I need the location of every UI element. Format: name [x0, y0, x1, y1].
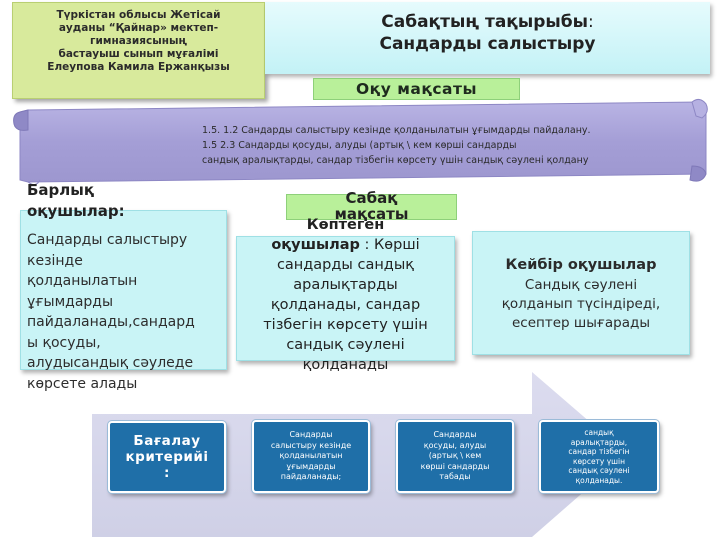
text-line: аралықтарды: [293, 277, 398, 293]
criterion-line: сандық: [584, 428, 614, 437]
topic-box: Сабақтың тақырыбы: Сандарды салыстыру: [265, 2, 710, 74]
text-line: кезінде: [27, 252, 83, 269]
label-line: мақсаты: [334, 205, 409, 223]
heading-line: Барлық: [27, 181, 95, 199]
criterion-box: Сандарды қосуды, алуды (артық \ кем көрш…: [396, 420, 514, 493]
criterion-line: (артық \ кем: [428, 451, 482, 461]
criterion-line: пайдаланады;: [280, 472, 342, 482]
all-students-box: [20, 210, 227, 370]
topic-title: Сандарды салыстыру: [379, 34, 596, 54]
criterion-line: табады: [439, 472, 471, 482]
text-line: ы қосуды,: [27, 334, 101, 351]
criterion-box: Сандарды салыстыру кезінде қолданылатын …: [252, 420, 370, 493]
text-line: қолданып түсіндіреді,: [501, 296, 661, 312]
objectives-label: Оқу мақсаты: [313, 78, 520, 100]
criterion-line: ұғымдарды: [286, 461, 336, 471]
many-students-text: Көптеген оқушылар : Көрші сандарды санды…: [236, 215, 455, 375]
criterion-line: көрші сандарды: [420, 461, 490, 471]
criterion-line: сандар тізбегін: [568, 447, 630, 456]
text-line: сандық сәулені: [286, 337, 405, 353]
some-students-heading: Кейбір оқушылар: [505, 257, 657, 273]
topic-colon: :: [588, 12, 594, 32]
criterion-line: сандық сәулені: [568, 466, 630, 475]
many-students-bold: оқушылар: [271, 237, 360, 253]
objectives-scroll-banner: [13, 98, 708, 186]
criterion-box: сандық аралықтарды, сандар тізбегін көрс…: [539, 420, 659, 493]
criterion-line: қосуды, алуды: [423, 440, 487, 450]
objective-line: 1.5. 1.2 Сандарды салыстыру кезінде қолд…: [202, 125, 591, 136]
objective-line: 1.5 2.3 Сандарды қосуды, алуды (артық \ …: [202, 140, 517, 151]
all-students-heading: Барлық оқушылар:: [27, 180, 187, 222]
text-line: пайдаланады,сандард: [27, 314, 195, 330]
lesson-objectives-label: [286, 194, 457, 220]
some-students-box: [472, 231, 690, 355]
criteria-label-line: критерийі: [125, 449, 209, 465]
author-line: ауданы “Қайнар» мектеп-: [58, 22, 219, 34]
text-line: көрсете алады: [27, 375, 138, 392]
objective-line: сандық аралықтарды, сандар тізбегін көрс…: [202, 155, 589, 166]
many-students-box: [236, 236, 455, 361]
author-line: Түркістан облысы Жетісай: [56, 9, 221, 21]
author-line: гимназиясының: [90, 35, 187, 47]
criteria-label-box: Бағалау критерийі :: [108, 421, 226, 493]
text-line: қолданады, сандар: [270, 297, 421, 313]
author-line: бастауыш сынып мұғалімі: [58, 48, 219, 60]
criterion-line: аралықтарды,: [570, 437, 628, 447]
text-line: алудысандық сәуледе: [27, 355, 194, 371]
text-line: қолданады: [302, 357, 389, 373]
many-students-heading: Көптеген: [306, 217, 385, 233]
text-line: Сандық сәулені: [524, 277, 638, 293]
topic-label: Сабақтың тақырыбы: [381, 12, 588, 32]
text-line: ұғымдарды: [27, 293, 114, 310]
criterion-line: салыстыру кезінде: [270, 440, 352, 450]
author-line: Елеупова Камила Ержанқызы: [47, 61, 230, 73]
criterion-line: қолданылатын: [279, 451, 343, 461]
many-students-rest: : Көрші: [359, 237, 420, 253]
text-line: есептер шығарады: [512, 315, 650, 331]
text-line: Сандарды салыстыру: [27, 232, 188, 248]
criteria-label-line: Бағалау: [133, 433, 201, 449]
objectives-text: 1.5. 1.2 Сандарды салыстыру кезінде қолд…: [202, 123, 642, 168]
all-students-text: Сандарды салыстыру кезінде қолданылатын …: [27, 230, 227, 394]
criterion-line: Сандарды: [289, 430, 333, 440]
criterion-line: Сандарды: [433, 430, 477, 440]
criteria-label-line: :: [164, 465, 170, 481]
criterion-line: қолданады.: [575, 475, 623, 485]
some-students-text: Кейбір оқушылар Сандық сәулені қолданып …: [472, 256, 690, 333]
lesson-objectives-text: Сабақ мақсаты: [286, 190, 457, 222]
criterion-line: көрсету үшін: [572, 456, 626, 466]
label-line: Сабақ: [345, 189, 398, 207]
text-line: сандарды сандық: [276, 257, 415, 273]
heading-line: оқушылар:: [27, 202, 125, 220]
author-info-box: Түркістан облысы Жетісай ауданы “Қайнар»…: [12, 2, 265, 99]
text-line: тізбегін көрсету үшін: [263, 317, 428, 333]
text-line: қолданылатын: [27, 273, 138, 289]
